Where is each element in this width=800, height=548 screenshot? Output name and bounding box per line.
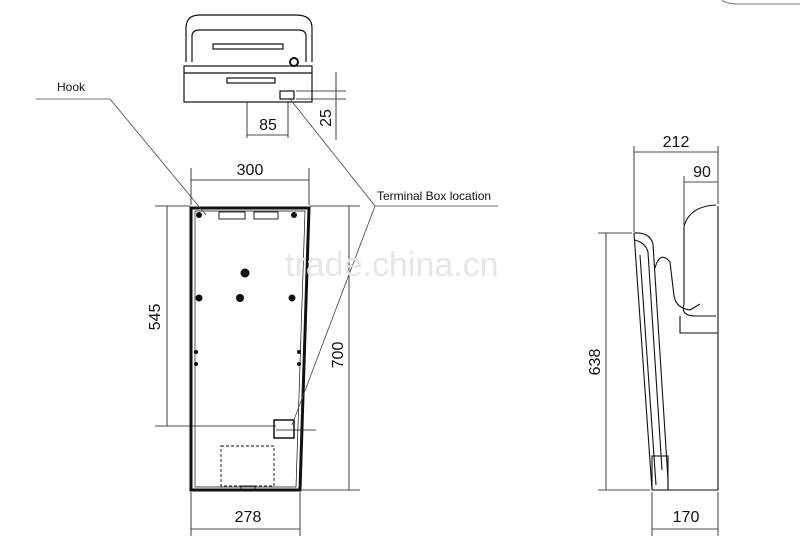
front-view-dims	[155, 168, 360, 536]
terminal-box-front	[273, 419, 295, 439]
dim-front-hook-height: 545	[147, 304, 164, 331]
side-view-back-outline	[652, 206, 719, 491]
dim-side-height: 638	[587, 349, 604, 376]
side-view-top-curve	[683, 204, 717, 227]
side-view-hand-cavity	[682, 226, 716, 317]
side-view-back-step	[679, 316, 718, 334]
front-view	[189, 206, 316, 492]
screw-right-lower	[297, 362, 301, 366]
side-view-dims	[598, 146, 719, 536]
mount-hole-center	[240, 268, 250, 278]
top-view-slot-lower	[226, 77, 276, 84]
front-view-inner	[194, 210, 306, 488]
top-view-housing	[185, 14, 313, 62]
mount-hole-mid	[236, 294, 244, 302]
dim-front-total-height: 700	[330, 342, 347, 369]
side-view-drip-tray	[651, 455, 669, 491]
top-view-button	[289, 57, 299, 67]
dim-top-depth: 25	[318, 109, 335, 127]
dim-side-top-depth: 212	[663, 134, 690, 151]
screw-right-upper	[297, 350, 301, 354]
hook-leader	[109, 98, 207, 216]
dim-side-bottom-depth: 170	[673, 509, 700, 526]
side-view-front-outline	[633, 232, 669, 490]
terminal-leader-to-front	[291, 205, 376, 426]
side-view	[633, 204, 719, 491]
dim-top-offset: 85	[259, 117, 277, 134]
terminal-block-right	[253, 211, 279, 220]
top-view-slot-upper	[212, 43, 284, 50]
screw-left-lower	[194, 362, 198, 366]
terminal-block-left	[218, 211, 246, 220]
service-cover	[220, 445, 275, 487]
mount-hole-right	[288, 294, 296, 302]
corner-fragment	[721, 0, 800, 5]
side-view-front-edge-inner	[639, 254, 657, 486]
front-view-outline	[189, 206, 311, 492]
hook-hole-left	[196, 212, 202, 218]
side-view-front-inner	[633, 239, 663, 471]
top-view-inner-panel	[191, 29, 307, 62]
terminal-box-top	[279, 90, 295, 100]
hook-hole-right	[291, 212, 297, 218]
hook-label: Hook	[57, 80, 86, 94]
top-view	[183, 14, 346, 140]
side-view-front-edge	[633, 232, 653, 491]
dim-side-inner-depth: 90	[693, 164, 711, 181]
top-view-base	[183, 65, 313, 103]
dim-front-bottom-width: 278	[235, 509, 262, 526]
terminal-leader-to-top	[289, 98, 376, 207]
screw-left-upper	[194, 350, 198, 354]
mount-hole-left	[195, 294, 203, 302]
watermark: trade.china.cn	[285, 246, 499, 284]
dim-front-top-width: 300	[237, 162, 264, 179]
terminal-box-label: Terminal Box location	[377, 189, 491, 203]
front-view-fixings	[194, 212, 301, 366]
leaders	[36, 98, 498, 426]
bottom-tab	[240, 485, 256, 491]
side-view-airflow	[654, 256, 701, 311]
